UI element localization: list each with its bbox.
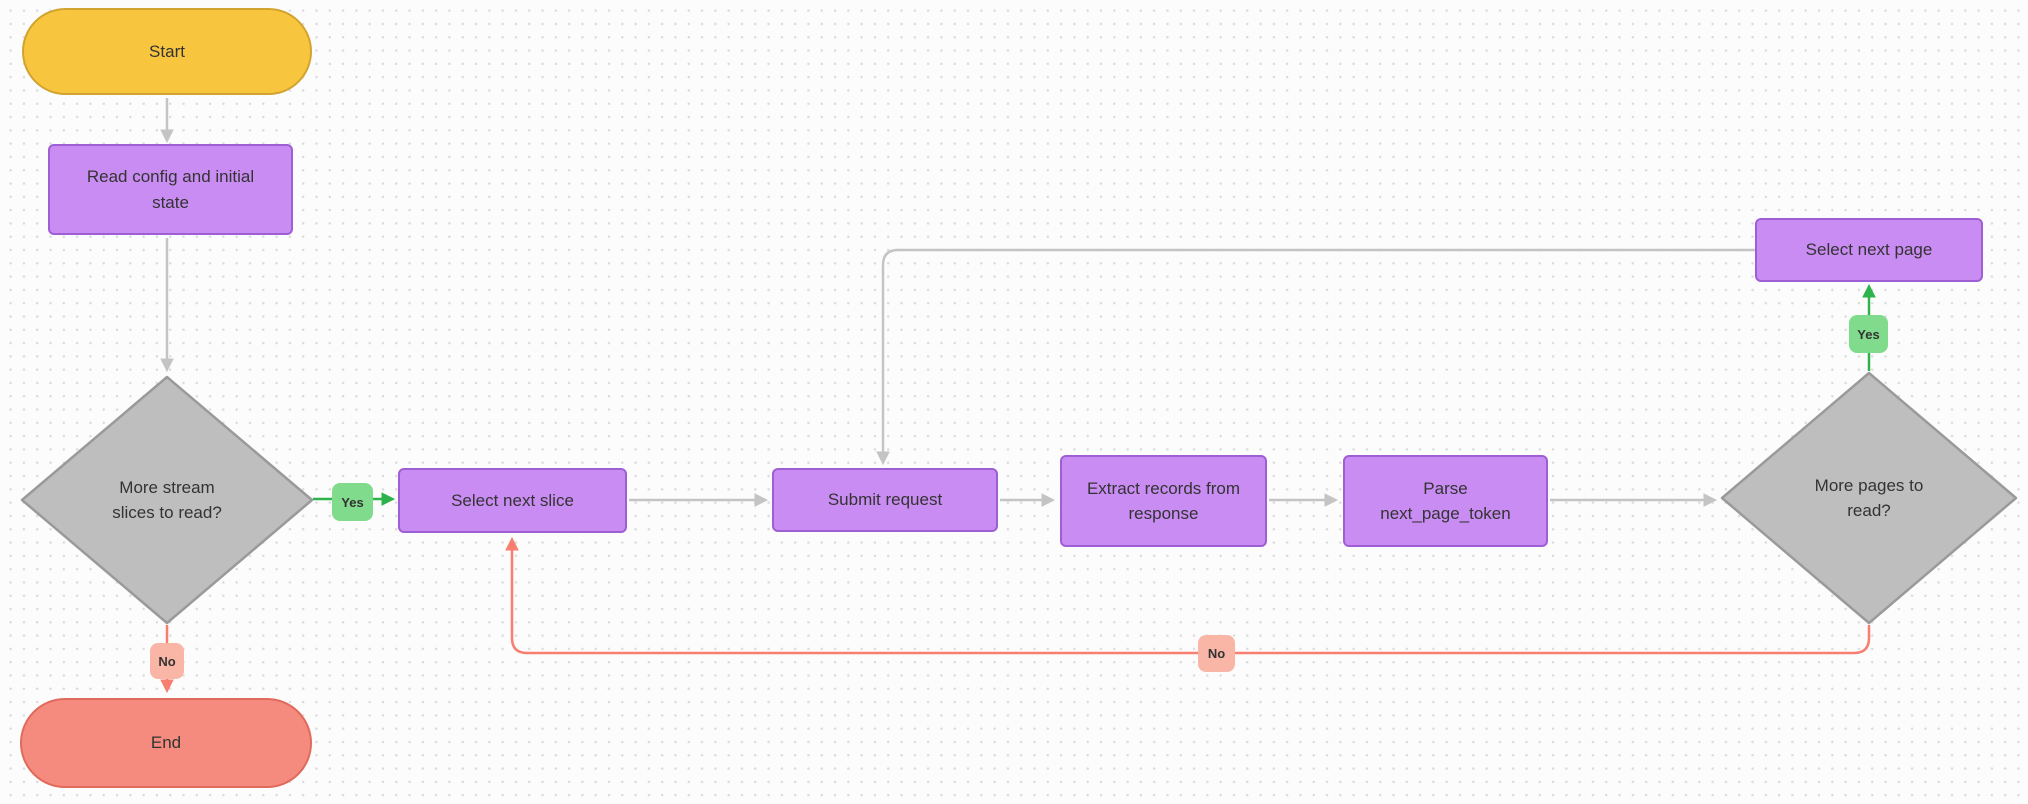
edge-label-more-slices-no: No: [150, 643, 184, 679]
node-start: Start: [22, 8, 312, 95]
edge-label-more-pages-no: No: [1198, 635, 1235, 672]
node-select-next-slice: Select next slice: [398, 468, 627, 533]
node-select-next-page: Select next page: [1755, 218, 1983, 282]
node-read-config: Read config and initial state: [48, 144, 293, 235]
edge-select-next-page-to-submit-request: [876, 248, 1755, 466]
node-submit-request: Submit request: [772, 468, 998, 532]
edge-more-pages-no-loop: [505, 536, 1871, 655]
edge-label-more-slices-yes: Yes: [332, 483, 373, 521]
node-extract-records: Extract records from response: [1060, 455, 1267, 547]
node-end: End: [20, 698, 312, 788]
edge-label-more-pages-yes: Yes: [1849, 315, 1888, 353]
node-more-pages-decision-label: More pages to read?: [1814, 475, 1924, 521]
node-more-slices-decision-label: More stream slices to read?: [112, 477, 222, 523]
node-parse-next-page-token: Parse next_page_token: [1343, 455, 1548, 547]
